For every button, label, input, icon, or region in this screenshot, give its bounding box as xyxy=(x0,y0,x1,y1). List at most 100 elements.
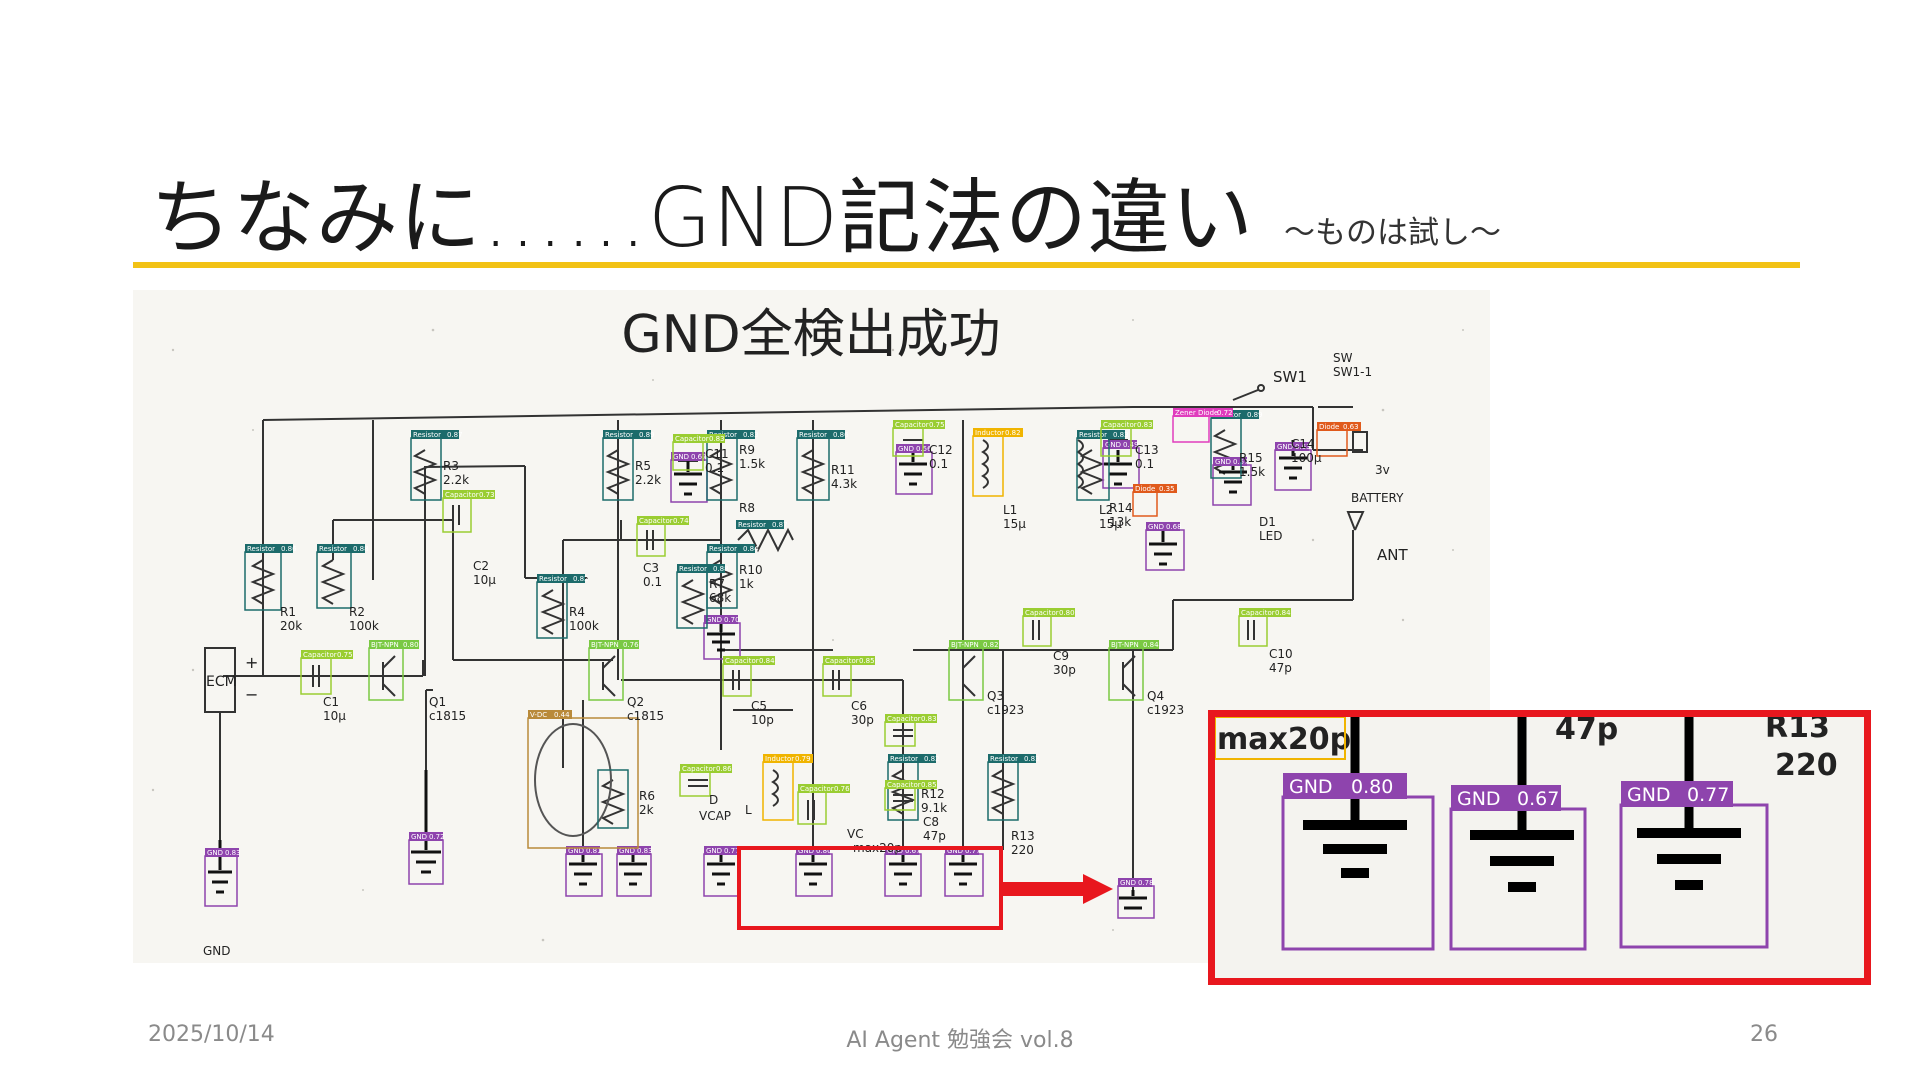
det-label: Inductor xyxy=(975,429,1004,437)
value-label: 68k xyxy=(709,591,731,605)
ref-label: R8 xyxy=(739,501,755,515)
det-label: Capacitor xyxy=(887,781,921,789)
value-label: 1.5k xyxy=(1239,465,1265,479)
value-label: 13k xyxy=(1109,515,1131,529)
det-label: Resistor xyxy=(799,431,827,439)
zoom-gnd-3: GND 0.77 xyxy=(1619,717,1769,949)
ref-label: R15 xyxy=(1239,451,1263,465)
ref-label: R14 xyxy=(1109,501,1133,515)
ref-label: R1 xyxy=(280,605,296,619)
det-label: BJT-NPN xyxy=(371,641,399,649)
det-score: 0.84 xyxy=(759,657,775,665)
vc-label: VC xyxy=(847,827,864,841)
det-score: 0.89 xyxy=(639,431,655,439)
title-underline xyxy=(133,262,1800,268)
value-label: 100k xyxy=(349,619,379,633)
det-score: 0.88 xyxy=(353,545,369,553)
det-score: 0.70 xyxy=(724,616,740,624)
det-label: GND xyxy=(1277,443,1293,451)
det-label: Resistor xyxy=(413,431,441,439)
antenna-switch-battery xyxy=(1232,384,1368,531)
det-label: V-DC xyxy=(530,711,547,719)
det-score: 0.72 xyxy=(1217,409,1233,417)
det-label: Capacitor xyxy=(725,657,759,665)
det-score: 0.86 xyxy=(281,545,297,553)
value-label: 10μ xyxy=(473,573,496,587)
value-label: 0.1 xyxy=(929,457,948,471)
zoom-gnd-3-score: 0.77 xyxy=(1687,784,1729,806)
ecm-plus-label: + xyxy=(245,653,258,672)
det-score: 0.86 xyxy=(716,765,732,773)
schematic-drawing: ECM + − xyxy=(133,290,1490,963)
zoom-gnd-2-class: GND xyxy=(1457,788,1501,810)
value-label: 47p xyxy=(1269,661,1292,675)
gnd-text-label: GND xyxy=(203,944,231,958)
det-label: Inductor xyxy=(765,755,794,763)
page-title: ちなみに……GND記法の違い xyxy=(150,171,1255,266)
inductor-symbols xyxy=(771,439,1084,807)
value-label: c1923 xyxy=(1147,703,1184,717)
det-label: Capacitor xyxy=(1241,609,1275,617)
det-label: Resistor xyxy=(890,755,918,763)
det-label: GND xyxy=(706,616,722,624)
zoom-gnd-1-class: GND xyxy=(1289,776,1333,798)
det-label: Capacitor xyxy=(675,435,709,443)
ref-label: R10 xyxy=(739,563,763,577)
det-label: GND xyxy=(619,847,635,855)
zoom-background-text: max20p 47p R13 220 xyxy=(1217,717,1838,783)
footer-event-name: AI Agent 勉強会 vol.8 xyxy=(846,1028,1074,1053)
schematic-photo: ECM + − xyxy=(133,290,1490,963)
det-score: 0.82 xyxy=(573,575,589,583)
ref-label: L1 xyxy=(1003,503,1017,517)
value-label: c1815 xyxy=(429,709,466,723)
value-label: 9.1k xyxy=(921,801,947,815)
det-score: 0.74 xyxy=(673,517,689,525)
ref-label: C1 xyxy=(323,695,339,709)
value-label: 30p xyxy=(1053,663,1076,677)
value-label: 2k xyxy=(639,803,654,817)
det-label: GND xyxy=(673,453,689,461)
highlight-box xyxy=(737,846,1003,930)
det-label: Capacitor xyxy=(800,785,834,793)
value-label: 4.3k xyxy=(831,477,857,491)
det-score: 0.68 xyxy=(1166,523,1182,531)
det-score: 0.67 xyxy=(691,453,707,461)
value-label: 0.1 xyxy=(1135,457,1154,471)
zoom-drawing: max20p 47p R13 220 GND 0.80 GND 0.67 xyxy=(1215,717,1864,978)
det-label: Capacitor xyxy=(682,765,716,773)
det-label: GND xyxy=(1120,879,1136,887)
value-label: 100μ xyxy=(1291,451,1322,465)
det-score: 0.85 xyxy=(921,781,937,789)
det-score: 0.77 xyxy=(724,847,740,855)
ref-label: C5 xyxy=(751,699,767,713)
capacitor-detection-labels: Capacitor 0.75 Capacitor 0.73 Capacitor … xyxy=(303,421,1291,793)
component-labels: R1 20k R2 100k R3 2.2k R4 100k R5 2.2k R… xyxy=(280,365,1372,857)
det-score: 0.63 xyxy=(1343,423,1359,431)
paper-speckles xyxy=(151,319,1464,942)
det-score: 0.73 xyxy=(479,491,495,499)
det-score: 0.83 xyxy=(1113,431,1129,439)
ref-label: R7 xyxy=(709,577,725,591)
other-detection-tags xyxy=(369,408,1361,763)
value-label: 15μ xyxy=(1099,517,1122,531)
value-label: 30p xyxy=(851,713,874,727)
resistor-symbols xyxy=(250,429,1238,825)
det-score: 0.84 xyxy=(1275,609,1291,617)
battery-voltage-label: 3v xyxy=(1375,463,1390,477)
value-label: 47p xyxy=(923,829,946,843)
det-score: 0.84 xyxy=(1143,641,1159,649)
l-label: L xyxy=(745,803,752,817)
ref-label: Q2 xyxy=(627,695,644,709)
zoom-gnd-1: GND 0.80 xyxy=(1281,717,1435,951)
det-label: Capacitor xyxy=(445,491,479,499)
value-label: 2.2k xyxy=(635,473,661,487)
zoom-gnd-3-class: GND xyxy=(1627,784,1671,806)
battery-label: BATTERY xyxy=(1351,491,1404,505)
det-label: Resistor xyxy=(738,521,766,529)
value-label: c1815 xyxy=(627,709,664,723)
det-score: 0.75 xyxy=(337,651,353,659)
det-score: 0.86 xyxy=(833,431,849,439)
value-label: SW1-1 xyxy=(1333,365,1372,379)
det-score: 0.35 xyxy=(1159,485,1175,493)
det-score: 0.44 xyxy=(554,711,570,719)
